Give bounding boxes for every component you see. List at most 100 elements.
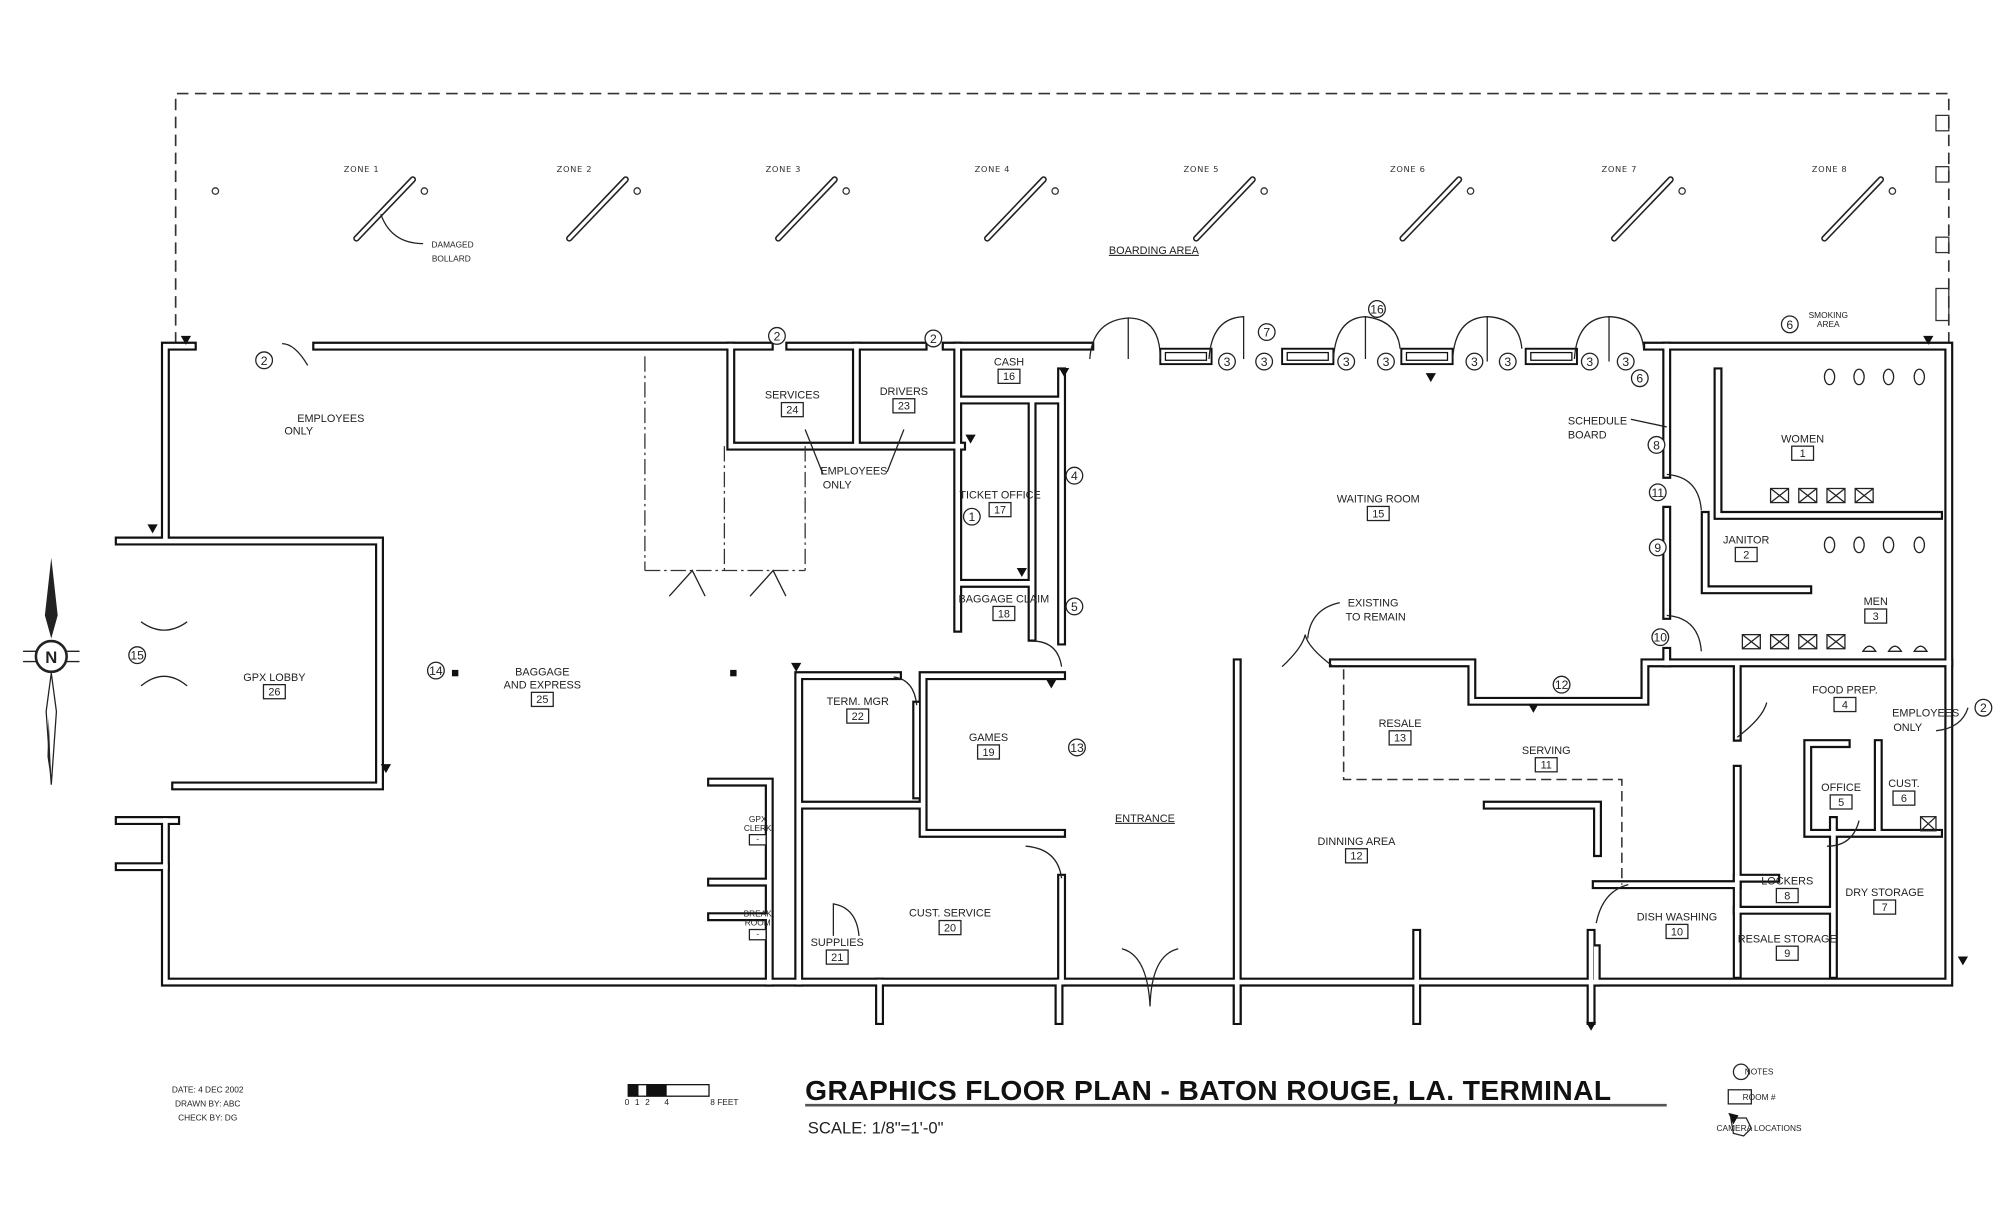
employees-only-label-1: EMPLOYEES	[297, 413, 364, 425]
camera-location-icon	[1528, 703, 1539, 713]
camera-location-icon	[1585, 1021, 1597, 1031]
room-name: TICKET OFFICE	[959, 490, 1040, 502]
note-number: 8	[1653, 438, 1660, 452]
window-display	[1281, 347, 1335, 366]
camera-location-icon	[1923, 335, 1934, 345]
room-name: CLERK	[744, 823, 772, 833]
room-number-box	[1829, 794, 1853, 810]
note-marker: 2	[767, 326, 786, 345]
note-number: 5	[1071, 600, 1078, 614]
note-number: 6	[1636, 372, 1643, 386]
boarding-area-label: BOARDING AREA	[1109, 245, 1200, 257]
note-marker: 5	[1065, 597, 1084, 616]
room-number-box	[892, 398, 916, 414]
room-number-box	[1791, 445, 1815, 461]
zone-label: ZONE 2	[557, 164, 593, 174]
camera-location-icon	[1425, 373, 1436, 383]
note-marker: 3	[1580, 352, 1599, 371]
existing-leader	[1307, 601, 1340, 639]
zone-label: ZONE 8	[1812, 164, 1848, 174]
room-number: -	[756, 834, 759, 844]
room-lockers: LOCKERS 8	[1761, 876, 1813, 904]
employees-only-label-2b: ONLY	[823, 479, 853, 491]
bollard-post	[420, 187, 429, 195]
bollard-post	[1260, 187, 1268, 195]
room-name: JANITOR	[1723, 535, 1769, 547]
svg-text:CAMERA LOCATIONS: CAMERA LOCATIONS	[1717, 1123, 1802, 1133]
room-number-box	[1388, 730, 1412, 746]
walls	[114, 341, 1954, 1026]
employees-only-label-3: EMPLOYEES	[1892, 708, 1959, 720]
room-number-box	[1366, 505, 1390, 522]
note-number: 4	[1071, 469, 1078, 483]
room-number: 17	[994, 504, 1006, 516]
room-number-box	[988, 501, 1012, 518]
note-marker: 12	[1552, 675, 1571, 694]
room-number: 22	[852, 711, 864, 723]
zone-label: ZONE 3	[766, 164, 802, 174]
note-number: 3	[1224, 355, 1231, 369]
camera-location-icon	[965, 434, 976, 444]
room-number-box	[1775, 887, 1799, 904]
note-marker: 4	[1065, 466, 1084, 485]
note-marker: 11	[1648, 483, 1667, 502]
room-name: DISH WASHING	[1637, 912, 1718, 924]
room-number: 5	[1838, 797, 1844, 809]
room-cust-: CUST.6	[1888, 778, 1920, 806]
sink-icon	[1919, 816, 1937, 832]
note-marker: 6	[1780, 315, 1799, 334]
urinal-icon	[1913, 645, 1929, 652]
room-name: RESALE	[1379, 718, 1422, 730]
room-number-box	[1892, 790, 1916, 806]
note-number: 13	[1070, 741, 1084, 755]
note-number: 16	[1370, 302, 1384, 316]
note-number: 1	[968, 510, 975, 524]
room-name: DRY STORAGE	[1845, 887, 1924, 899]
toilet-icon	[1913, 368, 1926, 386]
check-by-text: CHECK BY: DG	[178, 1113, 237, 1123]
bollard-post	[1888, 187, 1897, 195]
scale-text: SCALE: 1/8"=1'-0"	[808, 1118, 944, 1137]
note-number: 9	[1654, 541, 1661, 555]
note-number: 2	[1980, 701, 1987, 715]
toilet-icon	[1913, 536, 1926, 554]
baggage-dashed-partition	[644, 356, 806, 572]
sink-icon	[1741, 633, 1761, 650]
room-number: 18	[998, 608, 1010, 620]
urinal-icon	[1861, 645, 1877, 652]
note-marker: 1	[962, 507, 981, 526]
sink-icon	[1769, 487, 1790, 504]
room-name: BAGGAGE CLAIM	[959, 594, 1050, 606]
svg-text:1: 1	[635, 1097, 640, 1107]
room-number: 1	[1800, 448, 1806, 460]
existing-label-2: TO REMAIN	[1346, 612, 1406, 624]
svg-text:ROOM #: ROOM #	[1743, 1092, 1776, 1102]
room-number: 19	[982, 747, 994, 759]
room-name: GPX	[749, 814, 767, 824]
north-arrow: N	[23, 557, 80, 785]
room-name: CASH	[994, 356, 1024, 368]
wall	[875, 880, 1742, 1026]
room-name: RESALE STORAGE	[1738, 933, 1837, 945]
damaged-bollard-label: DAMAGED	[432, 239, 474, 249]
sink-icon	[1826, 633, 1846, 650]
note-number: 12	[1555, 678, 1569, 692]
room-name: LOCKERS	[1761, 876, 1813, 888]
zone-label: ZONE 1	[344, 164, 380, 174]
baggage-doors	[668, 569, 787, 597]
room-number: 21	[831, 952, 843, 964]
wall	[794, 671, 1067, 987]
toilet-icon	[1882, 368, 1895, 386]
note-marker: 13	[1067, 738, 1086, 757]
note-marker: 15	[128, 646, 147, 665]
note-number: 14	[429, 664, 443, 678]
room-name: GAMES	[969, 732, 1008, 744]
camera-location-icon	[1046, 679, 1057, 689]
room-number: 8	[1784, 890, 1790, 902]
